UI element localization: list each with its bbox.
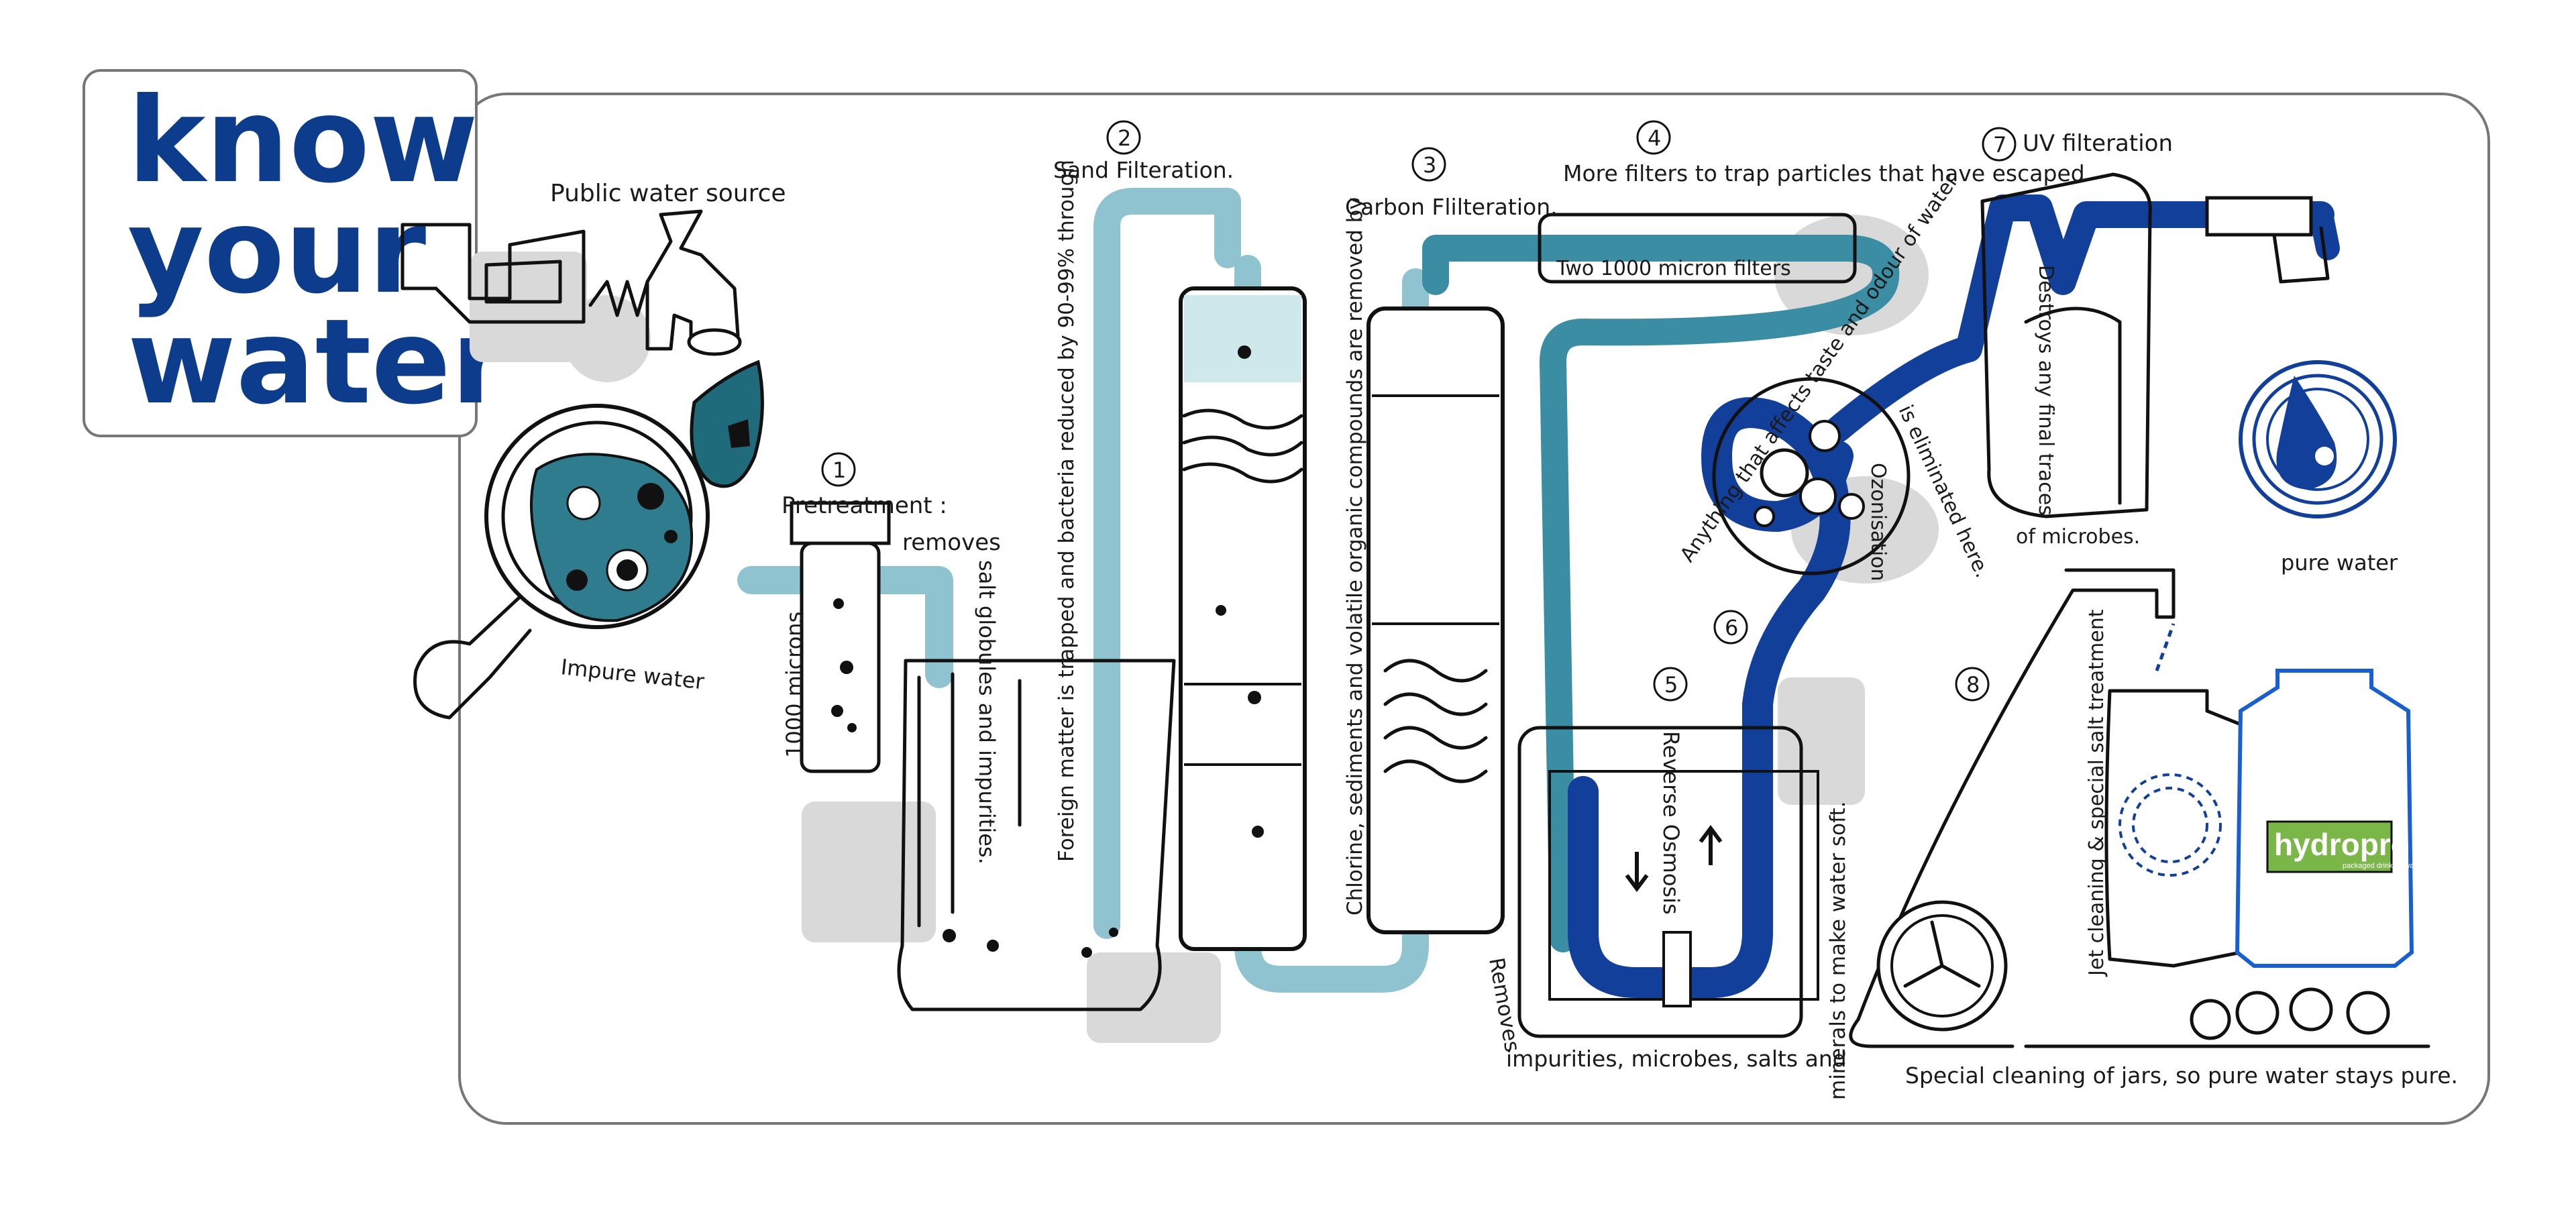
step-2-detail: Foreign matter is trapped and bacteria r… — [1055, 160, 1079, 862]
jar-cleaning-machine — [1849, 568, 2430, 1048]
title-line-3: water — [127, 294, 508, 431]
step-7-number: 7 — [1993, 132, 2006, 158]
step-4-title: More filters to trap particles that have… — [1563, 160, 2092, 186]
step-1-title: Pretreatment : — [782, 492, 947, 519]
step-8-detail: Special cleaning of jars, so pure water … — [1905, 1062, 2458, 1089]
step-6-title: Ozonisation — [1866, 463, 1890, 582]
step-8-title: Jet cleaning & special salt treatment — [2085, 609, 2108, 977]
step-1-detail-b: salt globules and impurities. — [974, 560, 1000, 865]
ro-tank — [1517, 726, 1819, 1038]
step-7-detail-b: of microbes. — [2016, 525, 2140, 549]
step-1-number: 1 — [833, 457, 846, 483]
step-1-size: 1000 microns — [782, 612, 807, 758]
step-7-title: UV filteration — [2023, 130, 2173, 157]
pure-water-logo: pure water — [2239, 360, 2398, 575]
pure-water-label: pure water — [2281, 550, 2398, 575]
sand-filter — [1179, 286, 1307, 951]
pretreatment-filter — [790, 501, 891, 773]
micron-filters-label: Two 1000 micron filters — [1556, 257, 1791, 280]
diagram-frame — [458, 93, 2490, 1125]
step-numbers: 1 2 3 4 5 6 7 8 — [821, 120, 2017, 702]
ozonisation-chamber — [1712, 377, 1911, 575]
step-2-title: Sand Filteration. — [1053, 157, 1234, 183]
step-4-number: 4 — [1648, 125, 1661, 151]
magnifier-impure-water: Impure water — [413, 359, 764, 720]
step-3-title: Carbon Flilteration. — [1345, 194, 1558, 220]
title-line-2: your — [127, 184, 426, 320]
brand-name: hydropro — [2274, 827, 2410, 862]
impure-water-label: Impure water — [559, 654, 706, 694]
pipe-network — [737, 188, 2340, 998]
step-2-number: 2 — [1118, 125, 1131, 151]
step-8-number: 8 — [1966, 672, 1980, 698]
beaker — [897, 659, 1176, 1011]
step-5-number: 5 — [1664, 672, 1678, 698]
hydropro-jar: hydropro packaged drinking water — [2235, 669, 2423, 968]
brand-tagline: packaged drinking water — [2343, 862, 2423, 870]
step-3-number: 3 — [1423, 152, 1436, 178]
step-6-number: 6 — [1725, 615, 1738, 641]
step-7-detail-a: Destroys any final traces — [2034, 265, 2057, 516]
title-card: know your water — [83, 69, 508, 437]
uv-unit — [1980, 172, 2330, 518]
micron-filters: Two 1000 micron filters — [1538, 213, 1857, 284]
step-5-title: Reverse Osmosis — [1658, 731, 1684, 915]
carbon-filter — [1366, 307, 1505, 934]
public-source-label: Public water source — [550, 180, 786, 207]
step-5-detail-c: minerals to make water soft. — [1826, 801, 1850, 1100]
public-water-tap: Public water source — [400, 180, 786, 356]
step-5-detail-b: impurities, microbes, salts and — [1506, 1046, 1847, 1072]
step-3-detail: Chlorine, sediments and volatile organic… — [1343, 197, 1367, 916]
title-line-1: know — [127, 73, 478, 209]
step-1-detail-a: removes — [902, 529, 1001, 556]
